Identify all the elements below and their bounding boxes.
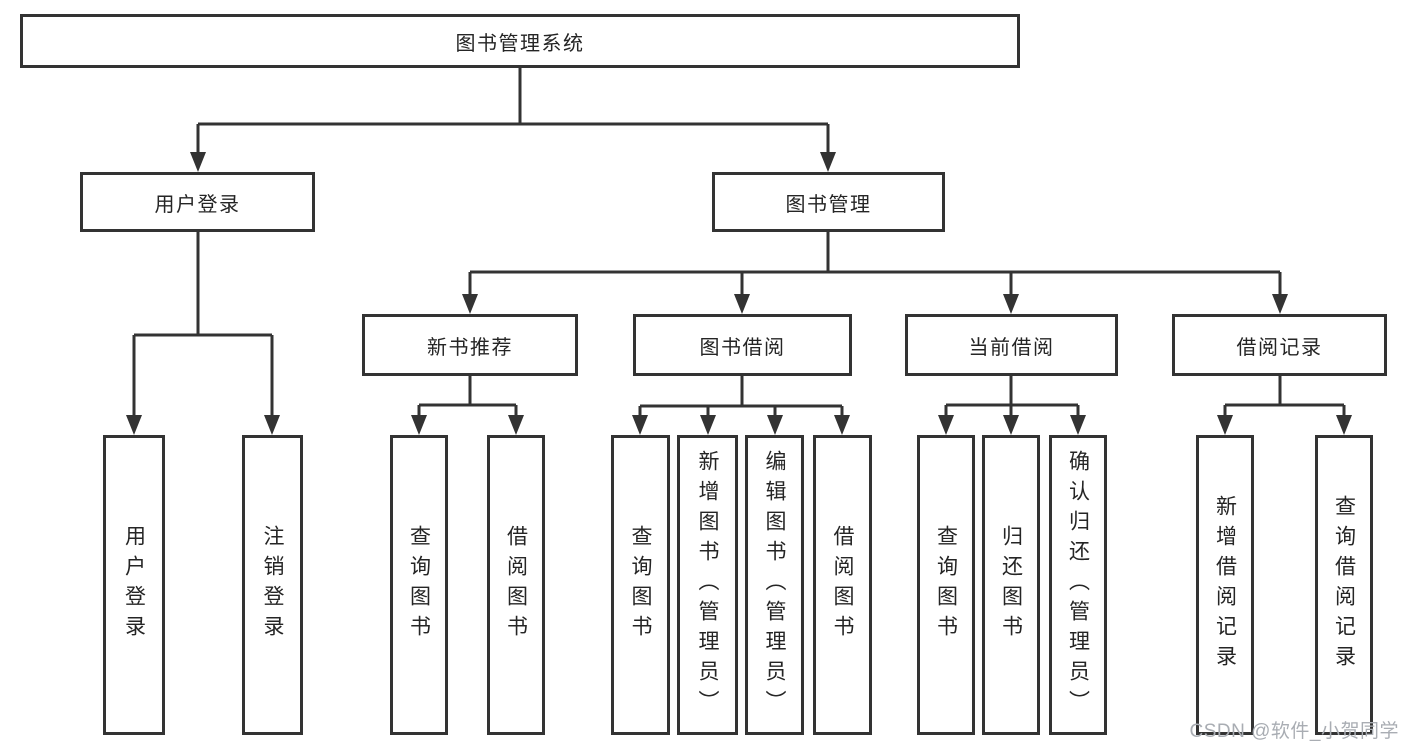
leaf-user-login: 用户登录 bbox=[103, 435, 165, 735]
leaf-current-query-books: 查询图书 bbox=[917, 435, 975, 735]
leaf-current-confirm-return-admin: 确认归还（管理员） bbox=[1049, 435, 1107, 735]
csdn-watermark: CSDN @软件_小贺同学 bbox=[1189, 721, 1399, 742]
leaf-borrowing-query-books: 查询图书 bbox=[611, 435, 670, 735]
leaf-borrowing-borrow-books: 借阅图书 bbox=[813, 435, 872, 735]
node-borrowing-records: 借阅记录 bbox=[1172, 314, 1387, 376]
node-new-book-recommendation: 新书推荐 bbox=[362, 314, 578, 376]
tree-branch-lines bbox=[132, 68, 1346, 421]
leaf-borrowing-add-books-admin: 新增图书（管理员） bbox=[677, 435, 738, 735]
leaf-current-return-books: 归还图书 bbox=[982, 435, 1040, 735]
connector-arrowheads bbox=[126, 152, 1352, 435]
node-book-borrowing: 图书借阅 bbox=[633, 314, 852, 376]
leaf-records-add-record: 新增借阅记录 bbox=[1196, 435, 1254, 735]
leaf-logout: 注销登录 bbox=[242, 435, 303, 735]
leaf-recommend-query-books: 查询图书 bbox=[390, 435, 448, 735]
node-current-borrowing: 当前借阅 bbox=[905, 314, 1118, 376]
leaf-records-query-record: 查询借阅记录 bbox=[1315, 435, 1373, 735]
leaf-borrowing-edit-books-admin: 编辑图书（管理员） bbox=[745, 435, 804, 735]
node-root-system: 图书管理系统 bbox=[20, 14, 1020, 68]
node-book-management: 图书管理 bbox=[712, 172, 945, 232]
node-user-login: 用户登录 bbox=[80, 172, 315, 232]
leaf-recommend-borrow-books: 借阅图书 bbox=[487, 435, 545, 735]
